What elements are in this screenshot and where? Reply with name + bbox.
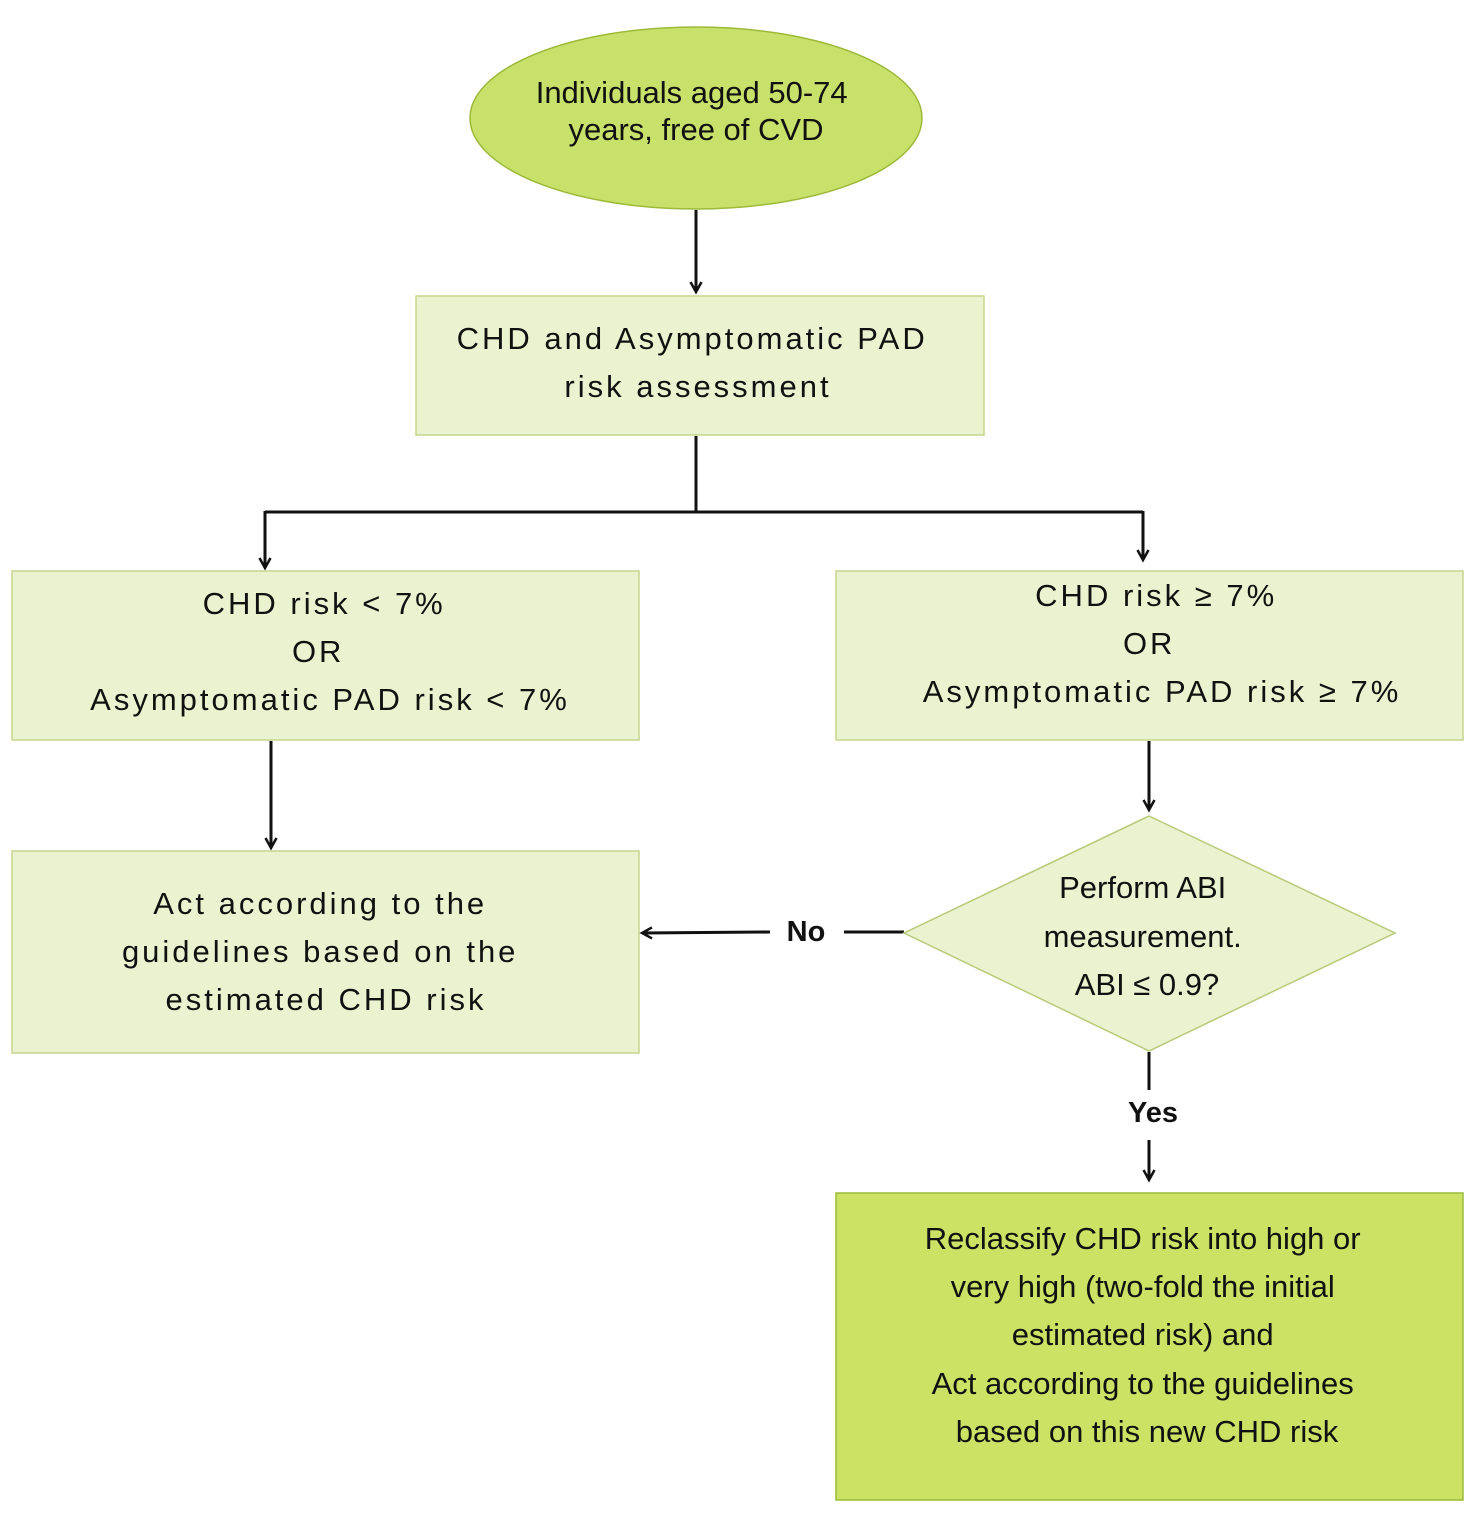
abi-decision-line-3: ABI ≤ 0.9? bbox=[1075, 967, 1220, 1002]
abi-decision-diamond bbox=[902, 815, 1397, 1052]
reclassify-line-5: based on this new CHD risk bbox=[956, 1414, 1339, 1449]
svg-text:CHD and Asymptomatic PAD: CHD and Asymptomatic PAD risk assessment bbox=[457, 321, 940, 404]
start-node: Individuals aged 50-74 years, free of CV… bbox=[469, 26, 923, 210]
reclassify-node: Reclassify CHD risk into high or very hi… bbox=[835, 1192, 1464, 1501]
abi-decision-node: Perform ABI measurement. ABI ≤ 0.9? bbox=[902, 815, 1397, 1052]
high-risk-line-2: OR bbox=[1123, 626, 1176, 661]
high-risk-box bbox=[835, 570, 1464, 741]
edge-label-no: No bbox=[787, 916, 826, 948]
arrow-no-to-act bbox=[639, 926, 771, 940]
connectors bbox=[258, 210, 1156, 1183]
low-risk-line-3: Asymptomatic PAD risk < 7% bbox=[90, 682, 570, 717]
act-guidelines-node: Act according to the guidelines based on… bbox=[11, 850, 640, 1054]
start-ellipse bbox=[469, 26, 923, 210]
svg-text:CHD risk < 7% OR A: CHD risk < 7% OR Asymptomatic PAD risk <… bbox=[90, 586, 570, 717]
reclassify-line-1: Reclassify CHD risk into high or bbox=[925, 1221, 1361, 1256]
svg-text:Act according to the gui: Act according to the guidelines based on… bbox=[122, 886, 530, 1017]
start-line-2: years, free of CVD bbox=[569, 112, 824, 147]
reclassify-line-2: very high (two-fold the initial bbox=[951, 1269, 1335, 1304]
reclassify-line-3: estimated risk) and bbox=[1012, 1317, 1274, 1352]
svg-text:Individuals aged 50-74 y: Individuals aged 50-74 years, free of CV… bbox=[536, 75, 857, 147]
abi-decision-line-1: Perform ABI bbox=[1059, 870, 1226, 905]
assessment-node: CHD and Asymptomatic PAD risk assessment bbox=[415, 295, 985, 436]
low-risk-line-2: OR bbox=[292, 634, 345, 669]
abi-decision-line-2: measurement. bbox=[1044, 919, 1242, 954]
reclassify-line-4: Act according to the guidelines bbox=[932, 1366, 1354, 1401]
low-risk-node: CHD risk < 7% OR Asymptomatic PAD risk <… bbox=[11, 570, 640, 741]
svg-text:Perform ABI measurement.: Perform ABI measurement. ABI ≤ 0.9? bbox=[1044, 870, 1251, 1002]
reclassify-box bbox=[835, 1192, 1464, 1501]
act-guidelines-box bbox=[11, 850, 640, 1054]
act-guidelines-line-3: estimated CHD risk bbox=[166, 982, 487, 1017]
low-risk-line-1: CHD risk < 7% bbox=[203, 586, 446, 621]
assessment-line-2: risk assessment bbox=[564, 369, 831, 404]
svg-text:Reclassify CHD risk into high: Reclassify CHD risk into high or very hi… bbox=[925, 1221, 1369, 1449]
edge-label-yes: Yes bbox=[1128, 1097, 1178, 1129]
high-risk-node: CHD risk ≥ 7% OR Asymptomatic PAD risk ≥… bbox=[835, 570, 1464, 741]
act-guidelines-line-2: guidelines based on the bbox=[122, 934, 518, 969]
svg-text:CHD risk ≥ 7% OR: CHD risk ≥ 7% OR Asymptomatic PAD risk ≥… bbox=[923, 578, 1402, 709]
assessment-line-1: CHD and Asymptomatic PAD bbox=[457, 321, 928, 356]
start-line-1: Individuals aged 50-74 bbox=[536, 75, 848, 110]
high-risk-line-1: CHD risk ≥ 7% bbox=[1035, 578, 1277, 613]
high-risk-line-3: Asymptomatic PAD risk ≥ 7% bbox=[923, 674, 1402, 709]
act-guidelines-line-1: Act according to the bbox=[153, 886, 487, 921]
low-risk-box bbox=[11, 570, 640, 741]
assessment-box bbox=[415, 295, 985, 436]
